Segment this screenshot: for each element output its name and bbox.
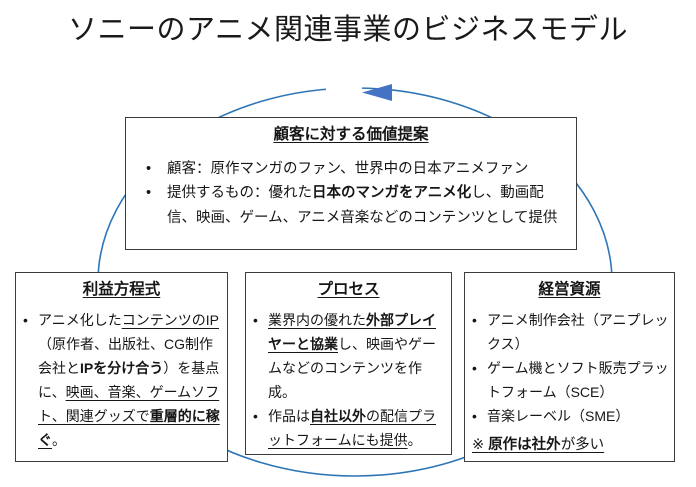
resources-header: 経営資源: [465, 277, 674, 299]
bullet-text: 音楽レーベル（SME）: [487, 404, 669, 428]
text-segment: 作品は: [268, 408, 310, 425]
text-segment: の配信プラットフォームにも提供: [268, 408, 436, 449]
text-segment: 業界内の優れた: [268, 312, 366, 328]
text-segment: IPを分け合う: [80, 360, 164, 377]
bullet-item: • 作品は自社以外の配信プラットフォームにも提供。: [253, 404, 446, 452]
text-segment: し、映画やゲームなどのコンテンツを作成。: [268, 336, 436, 401]
text-segment: （原作者、出版社、CG制作会社と: [38, 336, 213, 377]
resources-note: ※ 原作は社外が多い: [472, 435, 669, 455]
bullet-text: アニメ化したコンテンツのIP （原作者、出版社、CG制作会社とIPを分け合う）を基…: [38, 308, 222, 452]
profit-formula-header-text: 利益方程式: [82, 281, 161, 298]
bullet-item: • ゲーム機とソフト販売プラットフォーム（SCE）: [472, 356, 669, 404]
profit-formula-box: 利益方程式 • アニメ化したコンテンツのIP （原作者、出版社、CG制作会社とIPを…: [15, 272, 228, 462]
process-bullets: • 業界内の優れた外部プレイヤーと協業し、映画やゲームなどのコンテンツを作成。 • 作…: [246, 308, 451, 452]
profit-formula-bullets: • アニメ化したコンテンツのIP （原作者、出版社、CG制作会社とIPを分け合う）を…: [16, 308, 227, 452]
process-header-text: プロセス: [317, 281, 380, 298]
bullet-text: 顧客：原作マンガのファン、世界中の日本アニメファン: [167, 157, 564, 181]
text-segment: 原作は社外: [488, 437, 561, 454]
text-segment: 重層的に稼ぐ: [38, 408, 220, 449]
bullet-item: • 提供するもの：優れた日本のマンガをアニメ化し、動画配信、映画、ゲーム、アニメ音…: [146, 181, 564, 230]
text-segment: 。: [52, 432, 66, 449]
text-segment: ※: [472, 437, 489, 454]
cycle-arrow-icon: [362, 84, 392, 101]
bullet-marker: •: [253, 312, 258, 328]
value-proposition-header: 顧客に対する価値提案: [126, 122, 576, 144]
bullet-marker: •: [472, 360, 477, 377]
resources-box: 経営資源 • アニメ制作会社（アニプレックス） • ゲーム機とソフト販売プラットフォー…: [464, 272, 675, 462]
bullet-marker: •: [146, 185, 152, 202]
text-segment: 音楽レーベル（SME）: [487, 408, 630, 425]
bullet-marker: •: [146, 161, 152, 177]
resources-bullets: • アニメ制作会社（アニプレックス） • ゲーム機とソフト販売プラットフォーム（SCE…: [465, 308, 674, 428]
bullet-text: 提供するもの：優れた日本のマンガをアニメ化し、動画配信、映画、ゲーム、アニメ音楽…: [167, 181, 564, 230]
bullet-item: • 業界内の優れた外部プレイヤーと協業し、映画やゲームなどのコンテンツを作成。: [253, 308, 446, 404]
resources-header-text: 経営資源: [538, 281, 601, 298]
text-segment: 外部プレイヤーと協業: [268, 312, 436, 353]
bullet-text: ゲーム機とソフト販売プラットフォーム（SCE）: [487, 356, 669, 404]
text-segment: 日本のマンガをアニメ化: [312, 185, 472, 202]
value-proposition-box: 顧客に対する価値提案 • 顧客：原作マンガのファン、世界中の日本アニメファン • 提供…: [125, 117, 577, 250]
text-segment: 映画、音楽、ゲームソフト、関連グッズで: [38, 384, 220, 425]
text-segment: コンテンツのIP: [121, 312, 219, 328]
bullet-marker: •: [23, 312, 28, 328]
value-proposition-header-text: 顧客に対する価値提案: [273, 126, 429, 143]
bullet-item: • 音楽レーベル（SME）: [472, 404, 669, 428]
bullet-marker: •: [472, 312, 477, 328]
bullet-text: アニメ制作会社（アニプレックス）: [487, 308, 669, 356]
bullet-item: • 顧客：原作マンガのファン、世界中の日本アニメファン: [146, 157, 564, 181]
bullet-marker: •: [253, 408, 258, 425]
bullet-text: 作品は自社以外の配信プラットフォームにも提供。: [268, 404, 446, 452]
text-segment: 提供するもの：優れた: [167, 185, 312, 202]
value-proposition-bullets: • 顧客：原作マンガのファン、世界中の日本アニメファン • 提供するもの：優れた日本の…: [126, 157, 576, 230]
bullet-item: • アニメ化したコンテンツのIP （原作者、出版社、CG制作会社とIPを分け合う）を…: [23, 308, 222, 452]
text-segment: し、動画配信、映画、ゲーム、アニメ音楽などのコンテンツとして提供: [167, 185, 558, 226]
process-header: プロセス: [246, 277, 451, 299]
text-segment: ）を基点に、: [38, 360, 220, 401]
text-segment: アニメ制作会社（アニプレックス）: [487, 312, 669, 353]
bullet-item: • アニメ制作会社（アニプレックス）: [472, 308, 669, 356]
cycle-arrow-gap: [326, 80, 362, 98]
bullet-marker: •: [472, 408, 477, 425]
page-title: ソニーのアニメ関連事業のビジネスモデル: [68, 14, 628, 46]
text-segment: 自社以外: [310, 408, 366, 425]
text-segment: が多い: [560, 437, 605, 454]
text-segment: 。: [407, 432, 422, 449]
profit-formula-header: 利益方程式: [16, 277, 227, 299]
bullet-text: 業界内の優れた外部プレイヤーと協業し、映画やゲームなどのコンテンツを作成。: [268, 308, 446, 404]
text-segment: アニメ化した: [38, 312, 122, 328]
text-segment: 顧客：原作マンガのファン、世界中の日本アニメファン: [167, 161, 529, 177]
process-box: プロセス • 業界内の優れた外部プレイヤーと協業し、映画やゲームなどのコンテンツを…: [245, 272, 452, 455]
text-segment: ゲーム機とソフト販売プラットフォーム（SCE）: [487, 360, 669, 401]
